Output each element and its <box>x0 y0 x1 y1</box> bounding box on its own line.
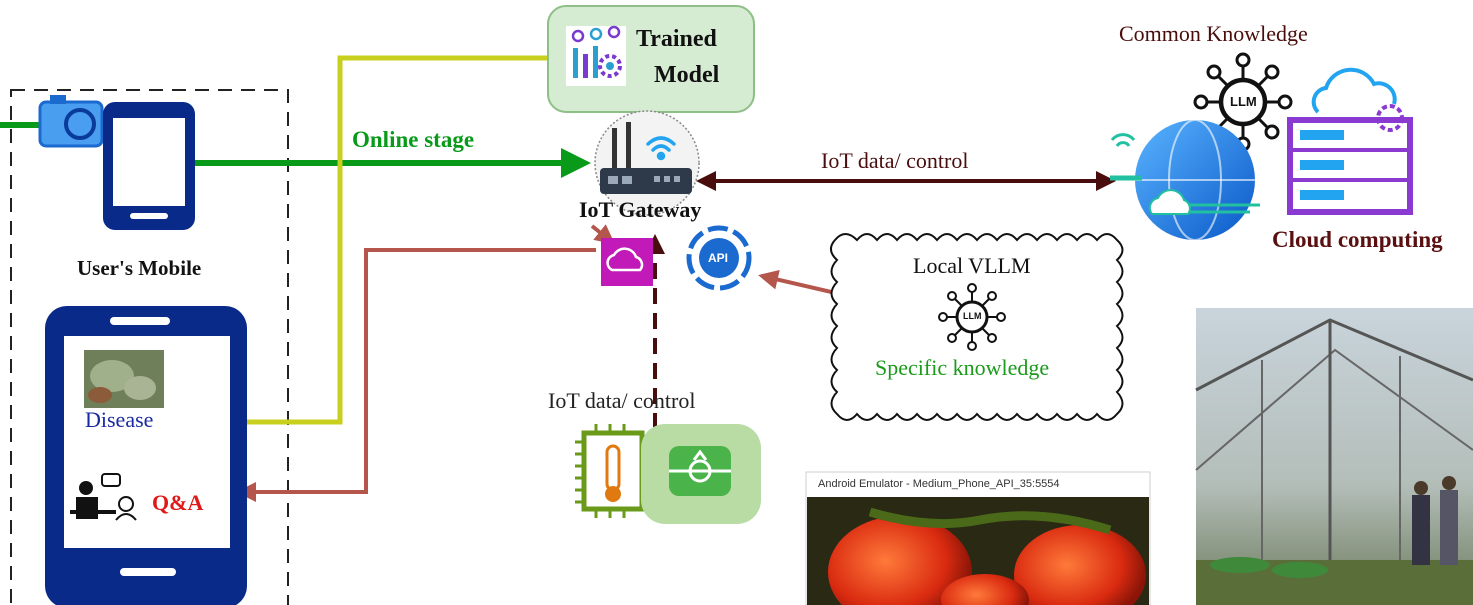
online-stage-label: Online stage <box>352 127 475 152</box>
gateway-to-qa-path <box>236 248 596 502</box>
iot-gateway-label: IoT Gateway <box>579 197 702 222</box>
leaf-disease-image <box>84 350 164 408</box>
globe-icon <box>1110 119 1260 241</box>
cloud-computing-label: Cloud computing <box>1272 227 1443 252</box>
trained-model-to-disease-path <box>203 55 548 435</box>
trained-model-label-line1: Trained <box>636 26 717 52</box>
local-vllm-box <box>830 233 1124 421</box>
server-icon <box>1287 67 1413 215</box>
actuator-valve-icon <box>641 424 761 524</box>
router-icon <box>594 110 700 216</box>
users-mobile-label: User's Mobile <box>77 256 202 280</box>
greenhouse-photo <box>1195 308 1473 605</box>
sensor-chip-icon <box>575 424 651 518</box>
cloud-sync-icon <box>601 238 653 286</box>
cloud-llm-badge: LLM <box>1230 94 1257 109</box>
trained-model-label-line2: Model <box>654 62 720 88</box>
phone-icon <box>103 102 195 230</box>
model-gear-icon <box>566 25 626 86</box>
iot-data-control-top-label: IoT data/ control <box>821 148 969 173</box>
wifi-icon <box>646 136 676 161</box>
local-vllm-label: Local VLLM <box>913 253 1031 278</box>
thermometer-icon <box>605 444 621 502</box>
emulator-title-bar: Android Emulator - Medium_Phone_API_35:5… <box>818 478 1060 490</box>
specific-knowledge-label: Specific knowledge <box>875 355 1050 380</box>
api-badge: API <box>708 251 729 265</box>
common-knowledge-label: Common Knowledge <box>1119 21 1308 46</box>
qa-label: Q&A <box>152 490 204 515</box>
local-llm-badge: LLM <box>963 311 982 321</box>
disease-label: Disease <box>85 407 154 432</box>
tomato-image <box>805 471 1151 605</box>
api-icon <box>686 225 752 291</box>
iot-data-control-bottom-label: IoT data/ control <box>548 388 696 413</box>
farmer-icon <box>70 473 137 521</box>
camera-icon <box>38 95 104 148</box>
users-mobile-frame <box>10 89 289 605</box>
local-llm-icon <box>938 283 1006 351</box>
